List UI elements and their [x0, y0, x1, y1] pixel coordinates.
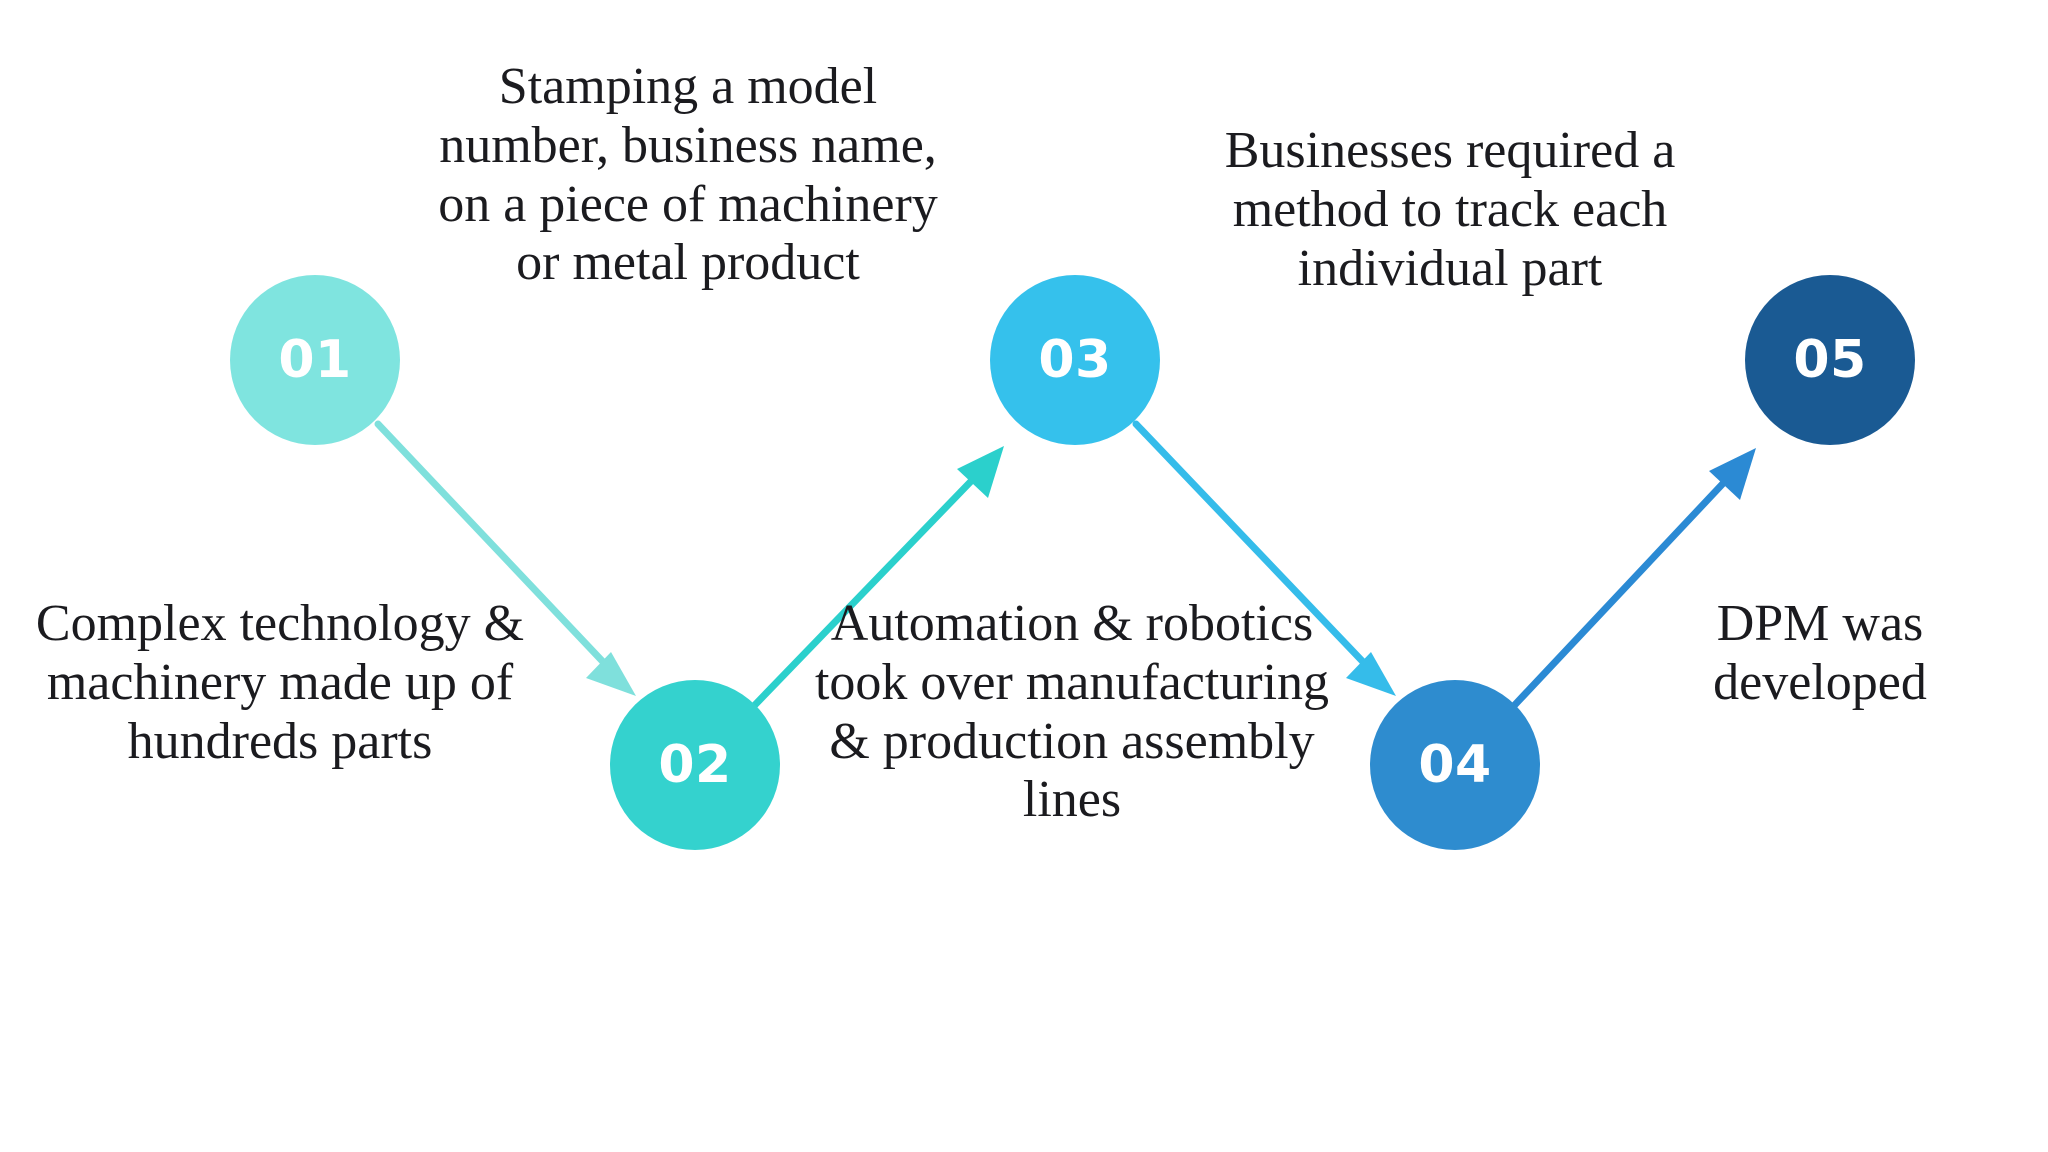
node-01-label: 01 — [278, 330, 352, 390]
caption-node-04: Businesses required a method to track ea… — [1224, 122, 1676, 297]
arrow-01-02-head — [586, 652, 636, 696]
arrow-04-05-head — [1709, 448, 1756, 500]
node-05[interactable]: 05 — [1745, 275, 1915, 445]
node-01[interactable]: 01 — [230, 275, 400, 445]
node-03-label: 03 — [1038, 330, 1112, 390]
node-04-label: 04 — [1418, 735, 1492, 795]
caption-node-02: Stamping a model number, business name, … — [438, 58, 938, 292]
node-04[interactable]: 04 — [1370, 680, 1540, 850]
caption-node-01: Complex technology & machinery made up o… — [35, 595, 525, 770]
caption-node-05: DPM was developed — [1713, 595, 1927, 711]
arrow-02-03-head — [957, 446, 1004, 498]
node-02[interactable]: 02 — [610, 680, 780, 850]
arrow-03-04-head — [1346, 652, 1396, 696]
node-02-label: 02 — [658, 735, 732, 795]
node-03[interactable]: 03 — [990, 275, 1160, 445]
node-05-label: 05 — [1793, 330, 1867, 390]
caption-node-03: Automation & robotics took over manufact… — [814, 595, 1330, 829]
